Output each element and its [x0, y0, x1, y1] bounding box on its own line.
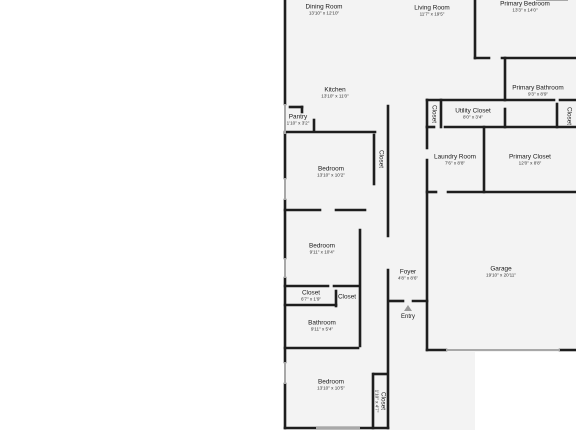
room-dimensions: 7'6" x 8'8" [444, 161, 466, 167]
room-laundry-room: Laundry Room 7'6" x 8'8" [434, 154, 476, 167]
room-closet-utility-right: Closet [565, 106, 573, 126]
room-name: Closet [337, 293, 357, 301]
room-dimensions: 8'0" x 3'4" [462, 115, 484, 121]
room-dimensions: 13'10" x 10'2" [317, 173, 345, 179]
entry-label: Entry [400, 314, 416, 320]
room-living-room: Living Room 11'7" x 19'5" [414, 5, 450, 18]
room-name: Bedroom [318, 378, 344, 386]
room-name: Kitchen [324, 86, 346, 94]
room-name: Closet [379, 391, 387, 411]
room-dimensions: 9'3" x 8'9" [527, 92, 549, 98]
room-kitchen: Kitchen 13'10" x 11'0" [321, 87, 348, 100]
room-name: Closet [565, 106, 573, 126]
room-dimensions: 9'11" x 10'4" [309, 250, 335, 256]
room-foyer: Foyer 4'8" x 8'6" [398, 269, 418, 282]
room-primary-closet: Primary Closet 12'0" x 8'8" [509, 154, 551, 167]
room-dimensions: 13'10" x 12'10" [308, 11, 340, 17]
room-name: Closet [430, 104, 438, 124]
room-name: Primary Closet [509, 153, 551, 161]
floor-primary-suite [475, 0, 576, 130]
room-garage: Garage 19'10" x 20'11" [486, 266, 516, 279]
room-dimensions: 4'8" x 8'6" [397, 276, 419, 282]
room-name: Utility Closet [455, 107, 491, 115]
entry-marker: Entry [401, 305, 415, 320]
room-name: Bedroom [309, 242, 335, 250]
room-closet-utility-left: Closet [430, 104, 438, 124]
floor-garage [428, 130, 576, 352]
room-dimensions: 1'10" x 4'7" [373, 389, 379, 413]
room-closet-bedroom-1: Closet [377, 149, 385, 169]
room-bedroom-2: Bedroom 9'11" x 10'4" [309, 243, 335, 256]
room-name: Pantry [288, 113, 308, 121]
room-name: Bedroom [318, 165, 344, 173]
room-name: Primary Bathroom [512, 84, 564, 92]
room-name: Primary Bedroom [500, 0, 550, 8]
room-closet-hall: Closet 6'7" x 1'9" [301, 290, 321, 303]
room-name: Foyer [399, 268, 417, 276]
room-name: Bathroom [308, 319, 336, 327]
room-name: Closet [377, 149, 385, 169]
room-name: Closet [301, 289, 321, 297]
room-name: Garage [490, 265, 512, 273]
room-dimensions: 12'0" x 8'8" [518, 161, 542, 167]
room-closet-bedroom-3: Closet 1'10" x 4'7" [373, 389, 387, 413]
room-name: Dining Room [305, 3, 343, 11]
room-bedroom-1: Bedroom 13'10" x 10'2" [317, 166, 345, 179]
room-dimensions: 19'10" x 20'11" [486, 273, 516, 279]
room-dimensions: 11'7" x 19'5" [419, 12, 445, 18]
room-pantry: Pantry 1'10" x 3'2" [287, 114, 310, 127]
room-dimensions: 9'11" x 5'4" [310, 327, 334, 333]
room-dimensions: 13'3" x 14'0" [512, 8, 538, 14]
room-bedroom-3: Bedroom 13'10" x 10'5" [317, 379, 345, 392]
room-name: Laundry Room [434, 153, 476, 161]
room-primary-bedroom: Primary Bedroom 13'3" x 14'0" [500, 1, 550, 14]
room-closet-small: Closet [338, 293, 356, 300]
room-dimensions: 13'10" x 10'5" [317, 386, 345, 392]
room-utility-closet: Utility Closet 8'0" x 3'4" [455, 108, 491, 121]
room-dimensions: 1'10" x 3'2" [286, 121, 310, 127]
entry-arrow-icon [403, 305, 412, 311]
room-primary-bathroom: Primary Bathroom 9'3" x 8'9" [512, 85, 564, 98]
room-dimensions: 6'7" x 1'9" [300, 297, 322, 303]
room-dining-room: Dining Room 13'10" x 12'10" [306, 4, 343, 17]
room-dimensions: 13'10" x 11'0" [321, 94, 349, 100]
room-bathroom: Bathroom 9'11" x 5'4" [308, 320, 336, 333]
room-name: Living Room [414, 4, 450, 12]
